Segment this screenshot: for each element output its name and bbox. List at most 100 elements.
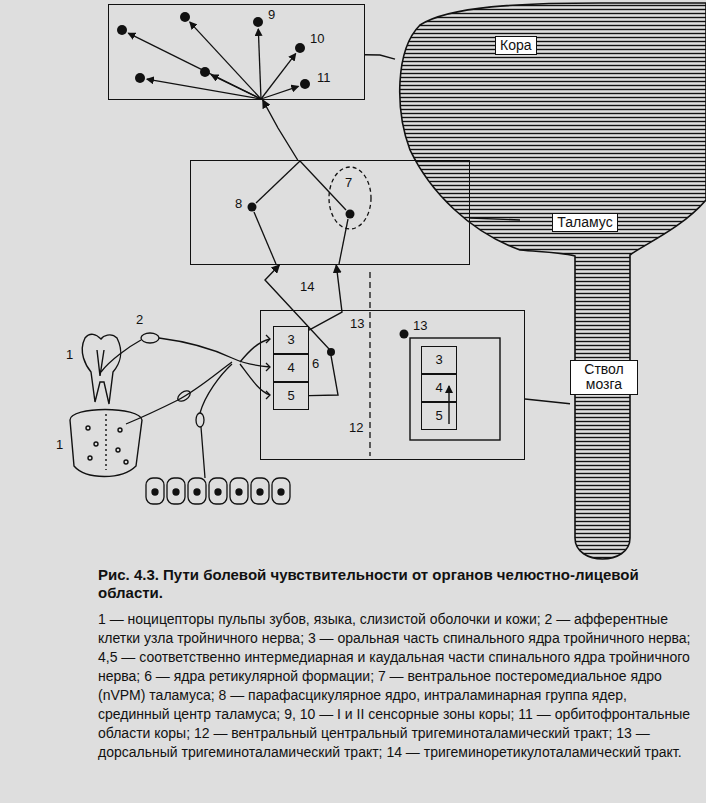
- callout-number: 13: [350, 317, 364, 331]
- nucleus-box: 4: [421, 374, 457, 402]
- drawing-stroke: [346, 210, 355, 219]
- callout-number: 14: [300, 280, 314, 294]
- region-label: Ствол мозга: [570, 360, 638, 395]
- drawing-stroke: [257, 489, 263, 495]
- figure-caption-block: Рис. 4.3. Пути болевой чувствительности …: [98, 566, 696, 762]
- pathway-connector: [309, 265, 342, 330]
- brainstem-details: [327, 272, 500, 456]
- drawing-stroke: [180, 12, 190, 22]
- drawing-stroke: [278, 489, 284, 495]
- drawing-stroke: [236, 489, 242, 495]
- callout-number: 4: [435, 381, 442, 395]
- pathway-connector: [525, 399, 570, 404]
- drawing-stroke: [256, 161, 300, 203]
- figure-title: Рис. 4.3. Пути болевой чувствительности …: [98, 566, 696, 602]
- callout-number: 11: [317, 71, 331, 85]
- callout-number: 9: [268, 8, 275, 22]
- drawing-stroke: [70, 410, 142, 477]
- callout-number: 3: [435, 353, 442, 367]
- drawing-stroke: [141, 333, 159, 343]
- drawing-stroke: [261, 86, 298, 99]
- drawing-stroke: [105, 414, 106, 470]
- drawing-stroke: [240, 364, 270, 395]
- drawing-stroke: [117, 25, 127, 35]
- skin-epithelium: [146, 478, 290, 504]
- drawing-stroke: [128, 33, 261, 99]
- figure-caption: 1 — ноцицепторы пульпы зубов, языка, сли…: [98, 610, 696, 762]
- drawing-stroke: [240, 339, 270, 362]
- brain-region: Кора: [395, 4, 700, 200]
- callout-number: 12: [349, 421, 363, 435]
- nucleus-box: 3: [273, 326, 309, 354]
- tongue: [70, 410, 142, 477]
- cortex-projection-fibres: [128, 22, 298, 99]
- brain-region: Ствол мозга: [570, 255, 640, 560]
- thalamus-nuclei: [248, 161, 372, 264]
- region-label: Таламус: [552, 213, 617, 232]
- drawing-stroke: [215, 489, 221, 495]
- drawing-stroke: [88, 456, 92, 460]
- drawing-stroke: [211, 75, 261, 99]
- drawing-stroke: [159, 338, 232, 358]
- drawing-stroke: [173, 489, 179, 495]
- nucleus-box: 5: [421, 402, 457, 430]
- pathway-connector: [470, 218, 520, 220]
- drawing-stroke: [230, 478, 248, 504]
- drawing-stroke: [116, 448, 120, 452]
- callout-number: 5: [435, 409, 442, 423]
- cortex-box: 9 10 11: [108, 4, 365, 100]
- thalamus-box: 87: [190, 160, 470, 265]
- trigeminal-afferents: [101, 333, 270, 478]
- drawing-stroke: [124, 460, 128, 464]
- drawing-stroke: [266, 335, 270, 399]
- drawing-stroke: [410, 338, 500, 440]
- callout-number: 8: [235, 197, 242, 211]
- drawing-stroke: [167, 478, 185, 504]
- drawing-stroke: [94, 442, 98, 446]
- callout-number: 1: [56, 438, 63, 452]
- drawing-stroke: [200, 364, 232, 478]
- callout-number: 6: [312, 357, 319, 371]
- brain-outline: [400, 3, 706, 559]
- callout-number: 3: [287, 333, 294, 347]
- nucleus-box: 4: [273, 354, 309, 382]
- drawing-stroke: [209, 478, 227, 504]
- drawing-stroke: [118, 428, 122, 432]
- drawing-stroke: [232, 358, 270, 367]
- drawing-stroke: [261, 54, 296, 99]
- pathway-connector: [265, 265, 338, 396]
- drawing-stroke: [126, 362, 232, 424]
- drawing-stroke: [135, 73, 145, 83]
- drawing-stroke: [448, 386, 449, 424]
- drawing-stroke: [400, 330, 409, 339]
- brainstem-box: 1361213345345: [260, 310, 525, 460]
- nucleus-box: 5: [273, 382, 309, 410]
- drawing-stroke: [101, 340, 141, 372]
- nucleus-box: 3: [421, 346, 457, 374]
- drawing-stroke: [300, 79, 310, 89]
- callout-number: 7: [345, 176, 352, 190]
- drawing-stroke: [194, 489, 200, 495]
- callout-number: 10: [310, 32, 324, 46]
- drawing-stroke: [339, 219, 348, 264]
- drawing-stroke: [146, 478, 164, 504]
- drawing-stroke: [254, 212, 276, 264]
- drawing-stroke: [86, 426, 90, 430]
- drawing-stroke: [190, 22, 261, 99]
- callout-number: 4: [287, 361, 294, 375]
- callout-number: 1: [66, 348, 73, 362]
- drawing-stroke: [188, 478, 206, 504]
- tooth: [82, 334, 120, 404]
- pathway-connector: [263, 100, 298, 160]
- drawing-stroke: [253, 17, 263, 27]
- callout-number: 5: [287, 389, 294, 403]
- callout-number: 2: [136, 313, 143, 327]
- drawing-stroke: [152, 489, 158, 495]
- drawing-stroke: [82, 334, 120, 404]
- drawing-stroke: [196, 413, 204, 427]
- drawing-stroke: [295, 43, 305, 53]
- drawing-stroke: [97, 350, 104, 376]
- drawing-stroke: [200, 67, 210, 77]
- drawing-stroke: [258, 29, 261, 99]
